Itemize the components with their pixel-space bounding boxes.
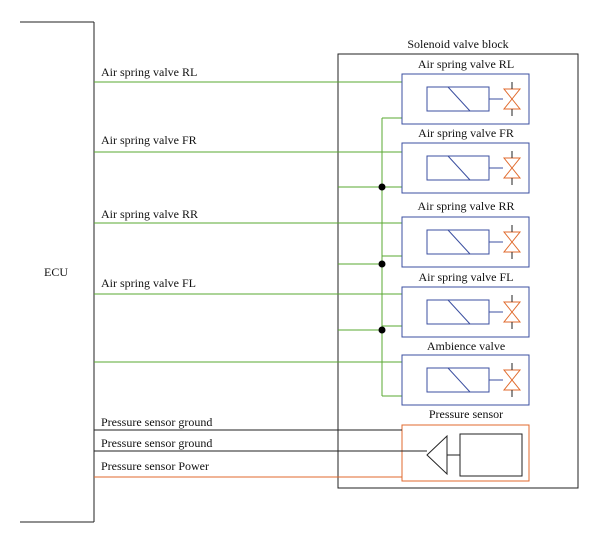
valve-label: Air spring valve RR	[418, 199, 515, 213]
pressure-sensor: Pressure sensor	[401, 407, 530, 482]
valve-label: Air spring valve FL	[419, 270, 514, 284]
valve-symbol-icon	[502, 82, 522, 116]
valve-fr: Air spring valve FR	[401, 126, 530, 194]
wire-label-rl: Air spring valve RL	[101, 65, 197, 79]
valve-fl: Air spring valve FL	[401, 270, 530, 338]
solenoid-valve-block	[337, 53, 579, 489]
valve-symbol-icon	[502, 295, 522, 329]
valve-rl: Air spring valve RL	[401, 57, 530, 125]
junction-dot	[378, 260, 386, 268]
valve-label: Air spring valve RL	[418, 57, 514, 71]
valve-box	[401, 286, 530, 338]
sensor-line-label-3: Pressure sensor Power	[101, 459, 209, 473]
solenoid-coil-icon	[426, 367, 503, 393]
sensor-line-label-1: Pressure sensor ground	[101, 415, 212, 429]
pressure-sensor-title: Pressure sensor	[429, 407, 503, 421]
sensor-triangle-icon	[426, 433, 523, 477]
solenoid-coil-icon	[426, 229, 503, 255]
junction-dot	[378, 326, 386, 334]
ecu-label: ECU	[44, 265, 68, 279]
valve-symbol-icon	[502, 363, 522, 397]
wire-label-fl: Air spring valve FL	[101, 276, 196, 290]
junction-dot	[378, 183, 386, 191]
ecu-bracket	[20, 21, 95, 523]
signal-wires	[94, 81, 402, 363]
solenoid-coil-icon	[426, 155, 503, 181]
sensor-wires	[94, 429, 427, 478]
solenoid-coil-icon	[426, 86, 503, 112]
valve-rr: Air spring valve RR	[401, 199, 530, 268]
valve-label: Air spring valve FR	[418, 126, 514, 140]
valve-symbol-icon	[502, 151, 522, 185]
wire-label-fr: Air spring valve FR	[101, 133, 197, 147]
valve-box	[401, 73, 530, 125]
sensor-line-label-2: Pressure sensor ground	[101, 436, 212, 450]
valve-box	[401, 142, 530, 194]
solenoid-valve-block-title: Solenoid valve block	[407, 37, 508, 51]
valve-ambience: Ambience valve	[401, 339, 530, 406]
valve-symbol-icon	[502, 225, 522, 259]
wire-label-rr: Air spring valve RR	[101, 207, 198, 221]
valve-label: Ambience valve	[427, 339, 505, 353]
valve-box	[401, 216, 530, 268]
common-bus	[338, 117, 402, 397]
valve-box	[401, 354, 530, 406]
solenoid-coil-icon	[426, 299, 503, 325]
pressure-sensor-box	[401, 424, 530, 482]
